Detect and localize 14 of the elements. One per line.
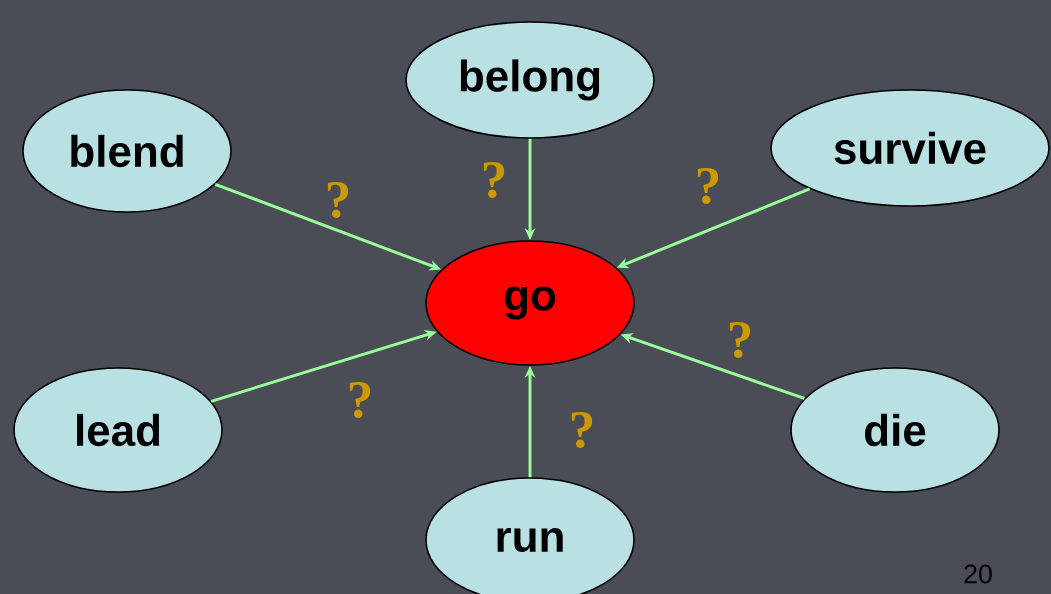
question-mark: ? — [725, 320, 755, 360]
ellipse-node: die — [790, 367, 1000, 493]
ellipse-node: run — [425, 477, 635, 594]
question-mark: ? — [567, 410, 597, 450]
question-mark: ? — [479, 160, 509, 200]
question-mark: ? — [323, 180, 353, 220]
question-mark: ? — [693, 166, 723, 206]
ellipse-node: survive — [770, 89, 1050, 207]
ellipse-node: blend — [22, 89, 232, 213]
question-mark: ? — [345, 380, 375, 420]
ellipse-node: go — [425, 240, 635, 366]
ellipse-node: lead — [13, 367, 223, 493]
page-number: 20 — [964, 564, 992, 584]
ellipse-node: belong — [405, 21, 655, 139]
